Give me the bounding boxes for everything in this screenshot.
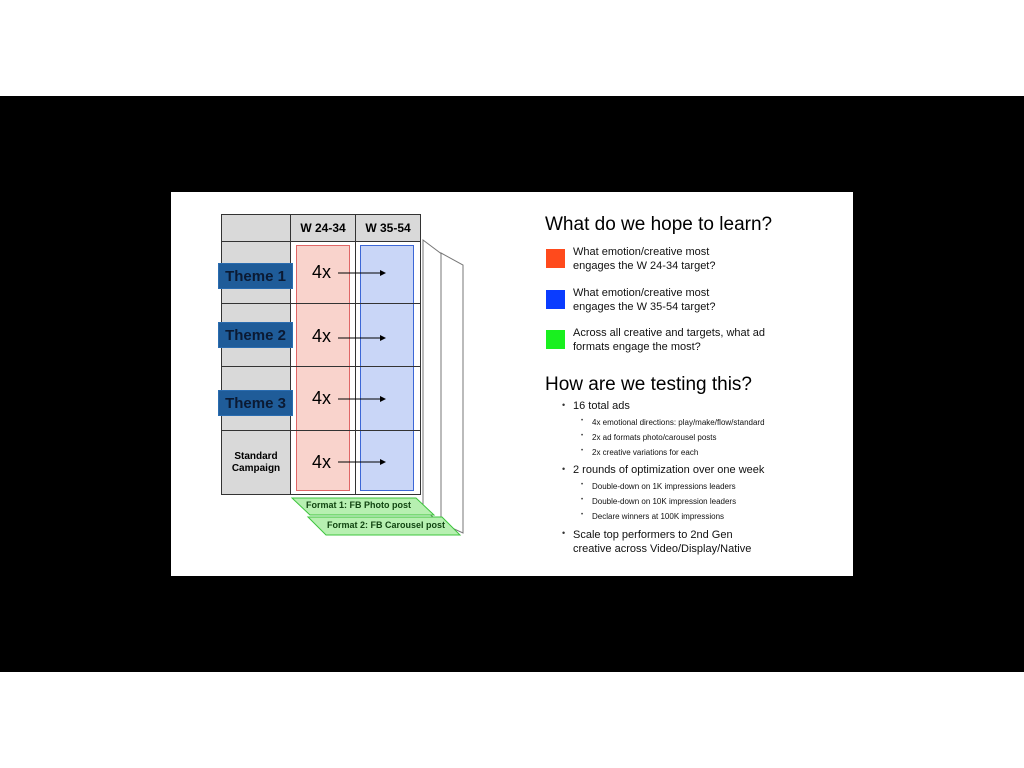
- format-2-layer: [306, 516, 462, 536]
- sub-bullet-dot: •: [581, 448, 584, 454]
- learn-swatch-1: [546, 249, 565, 268]
- count-theme-2: 4x: [312, 326, 332, 346]
- learn-item-2: What emotion/creative most engages the W…: [573, 287, 716, 313]
- sub-bullet-dot: •: [581, 418, 584, 424]
- slide: Format 1: FB Photo post Format 2: FB Car…: [171, 192, 853, 576]
- column-header-w35-54: W 35-54: [355, 214, 421, 242]
- learn-swatch-3: [546, 330, 565, 349]
- column-header-w24-34: W 24-34: [290, 214, 356, 242]
- count-theme-3: 4x: [312, 388, 332, 408]
- count-theme-1: 4x: [312, 262, 332, 282]
- format-1-label: Format 1: FB Photo post: [306, 500, 411, 510]
- count-standard: 4x: [312, 452, 332, 472]
- theme-2-label: Theme 2: [218, 322, 293, 348]
- testing-heading: How are we testing this?: [545, 374, 752, 395]
- sub-bullet-dot: •: [581, 433, 584, 439]
- testing-bullet-1-sub-2: 2x ad formats photo/carousel posts: [592, 433, 717, 442]
- bullet-dot: •: [562, 464, 566, 474]
- standard-campaign-label: Standard Campaign: [223, 451, 289, 475]
- testing-bullet-2-sub-2: Double-down on 10K impression leaders: [592, 497, 737, 506]
- sub-bullet-dot: •: [581, 482, 584, 488]
- testing-bullet-1-sub-3: 2x creative variations for each: [592, 448, 699, 457]
- testing-bullet-2-sub-1: Double-down on 1K impressions leaders: [592, 482, 736, 491]
- format-2-label: Format 2: FB Carousel post: [327, 520, 446, 530]
- testing-bullet-2: 2 rounds of optimization over one week: [573, 464, 765, 476]
- standard-campaign-text: Standard Campaign: [231, 451, 281, 474]
- row-divider: [221, 430, 421, 431]
- row-divider: [221, 303, 421, 304]
- w35-54-column-fill: [360, 245, 414, 491]
- learn-swatch-2: [546, 290, 565, 309]
- row-divider: [221, 366, 421, 367]
- testing-bullet-2-sub-3: Declare winners at 100K impressions: [592, 512, 725, 521]
- learn-item-1: What emotion/creative most engages the W…: [573, 246, 716, 272]
- testing-bullet-1: 16 total ads: [573, 400, 630, 412]
- bullet-dot: •: [562, 528, 566, 538]
- format-layers: [290, 497, 462, 536]
- bullet-dot: •: [562, 400, 566, 410]
- theme-1-label: Theme 1: [218, 263, 293, 289]
- learn-heading: What do we hope to learn?: [545, 214, 773, 235]
- testing-bullet-3: Scale top performers to 2nd Gen creative…: [573, 529, 752, 555]
- w24-34-column-fill: [296, 245, 350, 491]
- sub-bullet-dot: •: [581, 497, 584, 503]
- arrows-layer: [338, 270, 386, 465]
- sub-bullet-dot: •: [581, 512, 584, 518]
- format-1-layer: [290, 497, 436, 516]
- testing-bullet-1-sub-1: 4x emotional directions: play/make/flow/…: [592, 418, 765, 427]
- column-divider: [355, 241, 356, 495]
- theme-3-label: Theme 3: [218, 390, 293, 416]
- learn-item-3: Across all creative and targets, what ad…: [573, 327, 765, 353]
